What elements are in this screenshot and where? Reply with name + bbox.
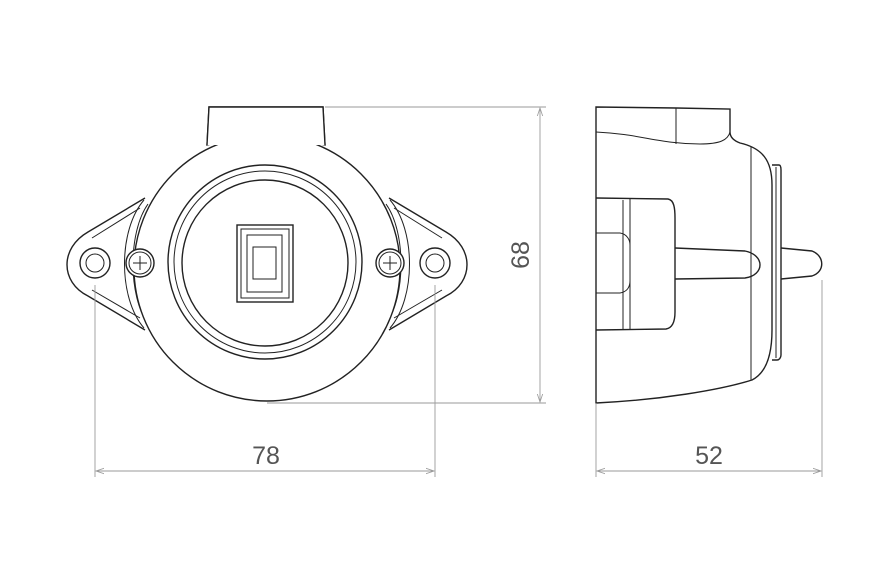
- left-screw: [125, 248, 155, 278]
- front-view: [66, 106, 468, 402]
- toggle-pin: [674, 247, 823, 280]
- toggle-switch: [236, 224, 294, 303]
- switch-face: [181, 179, 349, 347]
- depth-dimension-label: 52: [695, 442, 723, 470]
- front-flange: [772, 164, 782, 361]
- side-view: [595, 106, 823, 404]
- rear-cylinder: [595, 197, 676, 331]
- width-dimension-label: 78: [252, 442, 280, 470]
- width-dimension: 78: [94, 285, 436, 477]
- left-mounting-ear: [66, 197, 149, 331]
- depth-dimension: 52: [595, 280, 823, 477]
- height-dimension: 68: [267, 106, 546, 404]
- right-screw: [375, 248, 405, 278]
- height-dimension-label: 68: [507, 241, 535, 269]
